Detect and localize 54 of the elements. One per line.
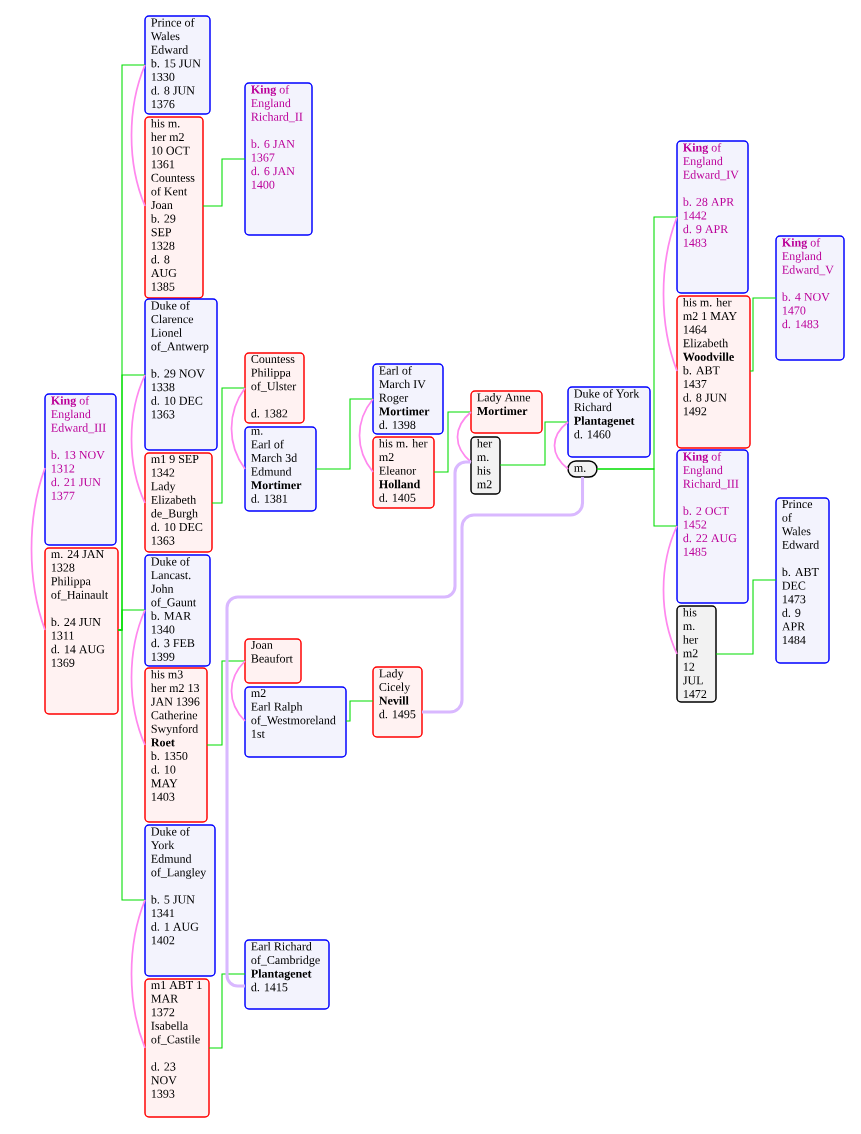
arc-connector bbox=[358, 398, 374, 473]
connector-line bbox=[211, 387, 246, 504]
connector-line bbox=[208, 973, 246, 1049]
person-box: Prince of Wales Edward b. ABT DEC 1473 d. 9 APR 1484 bbox=[775, 497, 830, 664]
connector-line bbox=[499, 421, 569, 466]
marriage-box: m. bbox=[567, 460, 598, 478]
arc-connector bbox=[130, 899, 146, 1049]
curved-connector bbox=[422, 477, 585, 714]
person-box: Lady Cicely Nevill d. 1495 bbox=[372, 666, 423, 738]
person-box: Lady Anne Mortimer bbox=[470, 390, 543, 434]
arc-connector bbox=[130, 609, 146, 746]
person-box: King of England Edward_V b. 4 NOV 1470 d. 1483 bbox=[775, 235, 845, 361]
arc-connector bbox=[662, 216, 678, 372]
person-box: his m3 her m2 13 JAN 1396 Catherine Swynford Roet b. 1350 d. 10 MAY 1403 bbox=[144, 667, 208, 823]
arc-connector bbox=[662, 525, 678, 655]
person-box: his m. her m2 Eleanor Holland d. 1405 bbox=[372, 436, 435, 509]
connector-line bbox=[345, 700, 374, 722]
connector-line bbox=[433, 411, 472, 473]
connector-line bbox=[715, 579, 777, 655]
person-box: m1 ABT 1 MAR 1372 Isabella of_Castile d. 23 NOV 1393 bbox=[144, 978, 210, 1118]
person-box: King of England Richard_III b. 2 OCT 1452 d. 22 AUG 1485 bbox=[676, 449, 749, 604]
person-box: King of England Richard_II b. 6 JAN 1367 d. 6 JAN 1400 bbox=[244, 82, 313, 236]
connector-line bbox=[596, 468, 678, 527]
person-box: Earl Richard of_Cambridge Plantagenet d. 1415 bbox=[244, 939, 330, 1010]
curved-connector bbox=[225, 460, 472, 988]
person-box: Earl of March IV Roger Mortimer d. 1398 bbox=[372, 363, 444, 435]
arc-connector bbox=[456, 411, 472, 463]
arc-connector bbox=[230, 660, 246, 722]
arc-connector bbox=[553, 421, 569, 470]
person-box: King of England Edward_IV b. 28 APR 1442 d. 9 APR 1483 bbox=[676, 140, 749, 294]
arc-connector bbox=[130, 64, 146, 207]
marriage-box: her m. his m2 bbox=[470, 436, 501, 495]
person-box: m2 Earl Ralph of_Westmoreland 1st bbox=[244, 686, 347, 758]
arc-connector bbox=[30, 467, 46, 631]
arc-connector bbox=[130, 374, 146, 504]
person-box: m. 24 JAN 1328 Philippa of_Hainault b. 24 JUN 1311 d. 14 AUG 1369 bbox=[44, 547, 119, 715]
person-box: Prince of Wales Edward b. 15 JUN 1330 d. 8 JUN 1376 bbox=[144, 15, 211, 115]
person-box: m. Earl of March 3d Edmund Mortimer d. 1381 bbox=[244, 426, 317, 512]
person-box: Joan Beaufort bbox=[244, 638, 302, 684]
person-box: his m. her m2 10 OCT 1361 Countess of Kent Joan b. 29 SEP 1328 d. 8 AUG 1385 bbox=[144, 116, 204, 299]
person-box: King of England Edward_III b. 13 NOV 1312 d. 21 JUN 1377 bbox=[44, 393, 117, 546]
person-box: Duke of York Edmund of_Langley b. 5 JUN 1341 d. 1 AUG 1402 bbox=[144, 824, 216, 977]
person-box: Duke of Clarence Lionel of_Antwerp b. 29 NOV 1338 d. 10 DEC 1363 bbox=[144, 298, 218, 451]
arc-connector bbox=[230, 387, 246, 470]
connector-line bbox=[749, 297, 777, 372]
person-box: Countess Philippa of_Ulster d. 1382 bbox=[244, 352, 305, 424]
connector-line bbox=[315, 398, 374, 470]
person-box: his m. her m2 1 MAY 1464 Elizabeth Woodville b. ABT 1437 d. 8 JUN 1492 bbox=[676, 295, 751, 449]
person-box: m1 9 SEP 1342 Lady Elizabeth de_Burgh d. 10 DEC 1363 bbox=[144, 452, 213, 553]
marriage-box: his m. her m2 12 JUL 1472 bbox=[676, 605, 717, 703]
connector-line bbox=[117, 629, 146, 901]
connector-line bbox=[202, 158, 246, 207]
connector-line bbox=[206, 660, 246, 746]
person-box: Duke of York Richard Plantagenet d. 1460 bbox=[567, 386, 651, 458]
